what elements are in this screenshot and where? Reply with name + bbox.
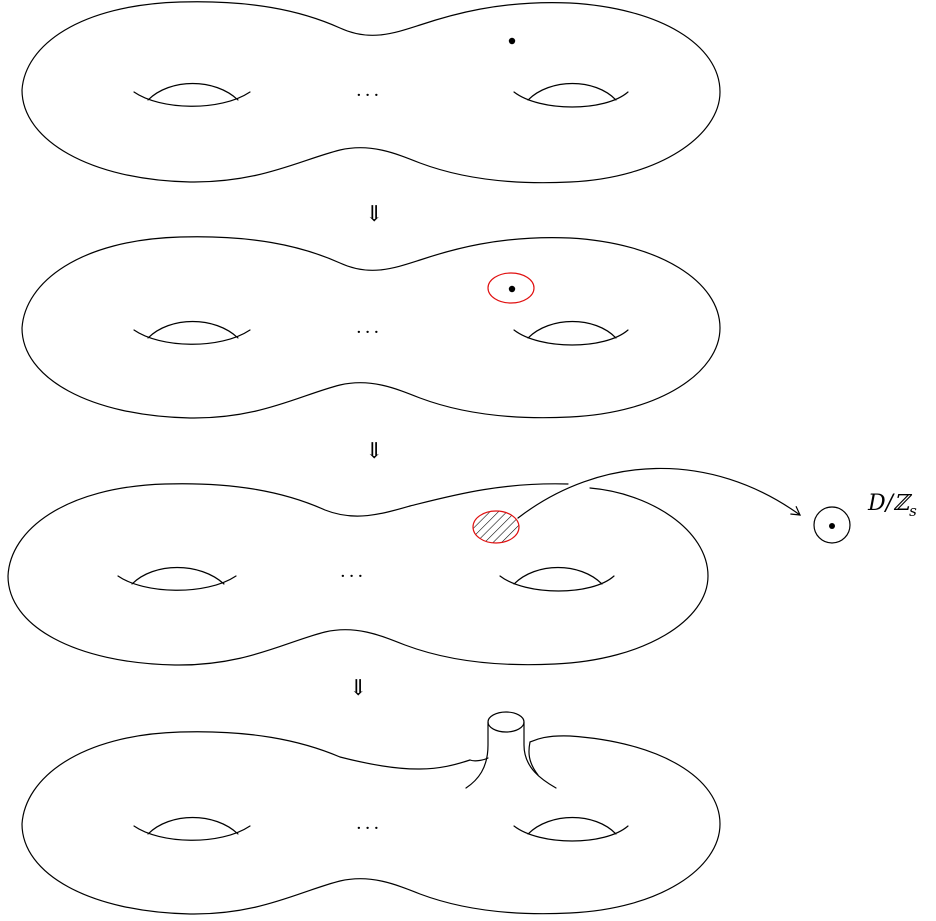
panel-3-genus-surface: ··· [7, 467, 801, 666]
handle-right [499, 567, 615, 592]
panel-1-genus-surface: ··· [21, 1, 721, 184]
surface-outline [21, 731, 721, 915]
handle-right [513, 321, 629, 346]
handle-right [513, 817, 629, 842]
ellipsis-text: ··· [356, 322, 382, 343]
ellipsis-text: ··· [356, 85, 382, 106]
step-arrow-3: ⇓ [349, 676, 367, 701]
quotient-disk: D/ℤs [813, 491, 917, 544]
marked-point [508, 37, 516, 45]
handle-left [133, 83, 251, 107]
marked-point [508, 285, 516, 293]
panel-2-genus-surface: ··· [21, 236, 721, 419]
quotient-disk-boundary [813, 506, 851, 544]
ellipsis-text: ··· [340, 566, 366, 587]
surface-outline [21, 1, 721, 184]
surface-outline [7, 483, 709, 666]
step-arrow-1: ⇓ [365, 202, 383, 227]
surface-outline [21, 236, 721, 419]
handle-left [133, 321, 251, 345]
step-arrow-2: ⇓ [365, 439, 383, 464]
ellipsis-text: ··· [356, 818, 382, 839]
quotient-label: D/ℤs [867, 491, 917, 520]
handle-left [117, 567, 237, 591]
removed-disk [472, 510, 520, 544]
neighborhood-circle [487, 272, 535, 304]
handle-left [133, 817, 251, 841]
panel-4-genus-surface: ··· [21, 711, 721, 915]
cone-point [829, 523, 835, 529]
tube-top [487, 711, 525, 733]
cone-tube [465, 711, 557, 789]
quotient-map-arrow [517, 467, 801, 519]
handle-right [513, 83, 629, 108]
